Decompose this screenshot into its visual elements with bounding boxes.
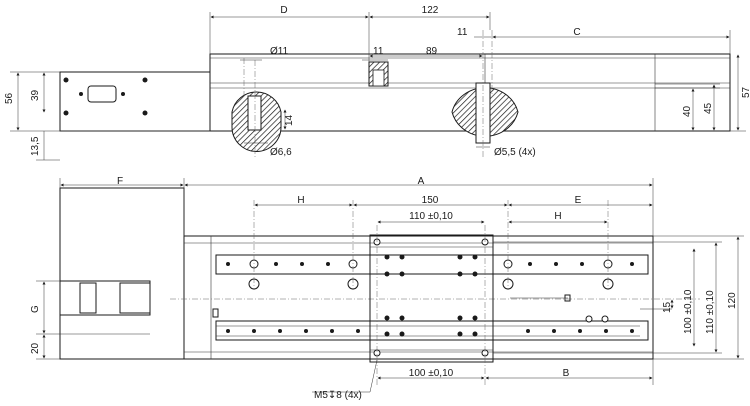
dim-39: 39 [30,89,41,101]
motor-flange-top [59,187,185,360]
dim-h-left: H [297,195,304,206]
sub-d-connector [87,85,117,103]
motor-body-top [59,280,151,316]
screw-icon [142,77,148,83]
dim-57: 57 [741,86,750,98]
dim-f: F [117,176,123,187]
screw-icon [63,77,69,83]
axis-body-top [183,235,654,360]
dim-20: 20 [30,342,41,354]
carriage-holes [373,238,489,357]
dim-14: 14 [284,114,295,126]
dim-110-right: 110 ±0,10 [705,290,716,334]
dim-h-right: H [554,211,561,222]
dim-m5: M5↧8 (4x) [314,390,362,401]
dim-56: 56 [4,92,15,104]
rail-strip-lower [215,320,649,341]
dim-a: A [418,176,425,187]
dim-dia5-5: Ø5,5 (4x) [494,147,536,158]
dim-dia6-6: Ø6,6 [270,147,292,158]
dim-110-top: 110 ±0,10 [409,211,453,222]
dim-40: 40 [682,105,693,117]
top-view: F A H 150 E 110 ±0,10 H G 20 15 100 ±0,1… [30,176,744,401]
dim-dia11: Ø11 [270,46,289,57]
screw-icon [63,110,69,116]
screw-icon [121,92,125,96]
screw-icon [79,92,83,96]
dim-15: 15 [662,301,673,313]
dim-g: G [30,305,41,313]
dim-d: D [280,5,287,16]
dim-120: 120 [727,292,738,309]
dim-11-right: 11 [457,27,468,38]
dim-b: B [563,368,570,379]
dim-45: 45 [703,102,714,114]
dim-c: C [573,27,580,38]
dim-13-5: 13,5 [30,136,41,156]
side-view: D 122 C Ø11 11 89 11 56 39 13,5 40 45 57… [4,5,750,161]
dim-100-bottom: 100 ±0,10 [409,368,454,379]
rail-strip-upper [215,254,649,275]
dim-89: 89 [426,46,438,57]
dim-150: 150 [422,195,439,206]
dim-e: E [575,195,582,206]
motor-housing-side [59,71,211,132]
dim-122: 122 [422,5,439,16]
dim-100-right: 100 ±0,10 [683,289,694,334]
rail-holes [212,259,634,333]
carriage-plate [369,234,494,363]
screw-icon [142,110,148,116]
dim-11-left: 11 [373,46,384,57]
